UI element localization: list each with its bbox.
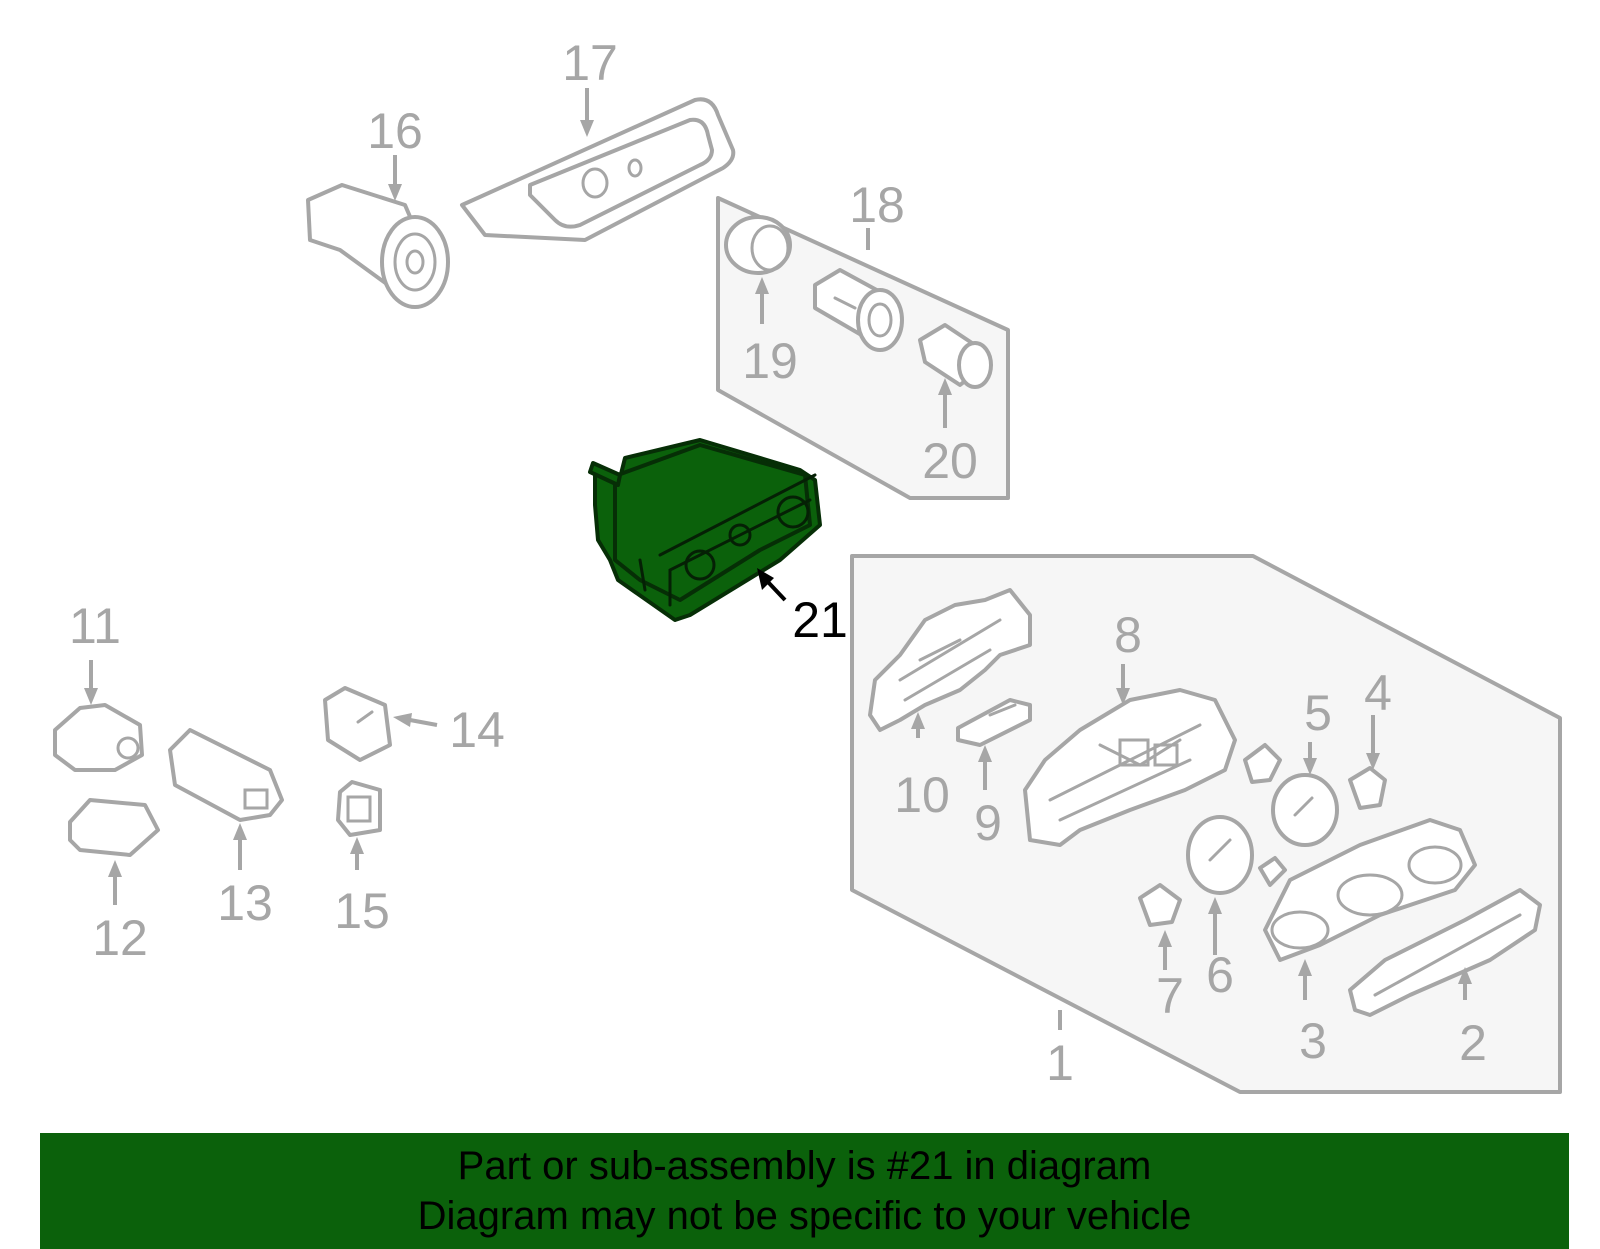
part-14-switch[interactable] bbox=[323, 686, 392, 762]
part-13-module[interactable] bbox=[168, 728, 284, 822]
part-21-climate-control-unit[interactable] bbox=[588, 438, 822, 622]
part-5-gauge[interactable] bbox=[1271, 773, 1339, 847]
part-19-knob[interactable] bbox=[724, 215, 792, 275]
part-4-bulb[interactable] bbox=[1348, 766, 1387, 810]
leader-arrows bbox=[84, 88, 1472, 1030]
callout-5[interactable]: 5 bbox=[1304, 685, 1332, 741]
callout-2[interactable]: 2 bbox=[1459, 1015, 1487, 1071]
callout-11[interactable]: 11 bbox=[69, 598, 121, 654]
callout-15[interactable]: 15 bbox=[334, 883, 390, 939]
part-20-lighter-plug[interactable] bbox=[918, 323, 993, 389]
callout-21[interactable]: 21 bbox=[792, 592, 848, 648]
callout-16[interactable]: 16 bbox=[367, 103, 423, 159]
callout-18[interactable]: 18 bbox=[849, 177, 905, 233]
callout-10[interactable]: 10 bbox=[894, 767, 950, 823]
callout-19[interactable]: 19 bbox=[742, 333, 798, 389]
part-10-circuit-board[interactable] bbox=[868, 588, 1032, 732]
part-7-bulb[interactable] bbox=[1138, 883, 1182, 927]
callout-9[interactable]: 9 bbox=[974, 795, 1002, 851]
callout-labels: 1 2 3 4 5 6 7 8 9 10 11 12 13 14 15 16 1… bbox=[69, 35, 1487, 1091]
callout-8[interactable]: 8 bbox=[1114, 607, 1142, 663]
part-12-switch[interactable] bbox=[68, 798, 160, 857]
part-16-socket[interactable] bbox=[306, 183, 450, 309]
callout-14[interactable]: 14 bbox=[449, 702, 505, 758]
part-8-cluster-housing[interactable] bbox=[1023, 688, 1237, 847]
part-6-gauge[interactable] bbox=[1186, 815, 1254, 895]
callout-1[interactable]: 1 bbox=[1046, 1035, 1074, 1091]
callout-6[interactable]: 6 bbox=[1206, 947, 1234, 1003]
part-17-trim-panel[interactable] bbox=[460, 97, 736, 242]
callout-12[interactable]: 12 bbox=[92, 910, 148, 966]
banner-line-1: Part or sub-assembly is #21 in diagram bbox=[457, 1144, 1152, 1188]
callout-3[interactable]: 3 bbox=[1299, 1013, 1327, 1069]
callout-20[interactable]: 20 bbox=[922, 433, 978, 489]
callout-4[interactable]: 4 bbox=[1364, 665, 1392, 721]
part-small-bulb[interactable] bbox=[1258, 856, 1287, 887]
part-2-mask[interactable] bbox=[1348, 888, 1542, 1017]
group-box-18 bbox=[716, 196, 1010, 500]
callout-17[interactable]: 17 bbox=[562, 35, 618, 91]
part-18-lighter-socket[interactable] bbox=[813, 268, 904, 352]
part-11-switch[interactable] bbox=[53, 703, 144, 772]
callout-7[interactable]: 7 bbox=[1156, 968, 1184, 1024]
part-9-connector[interactable] bbox=[956, 698, 1032, 747]
part-small-lamp[interactable] bbox=[1243, 743, 1282, 784]
part-3-lens[interactable] bbox=[1263, 818, 1477, 962]
footer-banner: Part or sub-assembly is #21 in diagram D… bbox=[40, 1133, 1569, 1249]
callout-13[interactable]: 13 bbox=[217, 875, 273, 931]
banner-line-2: Diagram may not be specific to your vehi… bbox=[417, 1194, 1192, 1238]
leader-arrow-21 bbox=[757, 568, 787, 602]
part-15-bracket[interactable] bbox=[336, 780, 382, 837]
